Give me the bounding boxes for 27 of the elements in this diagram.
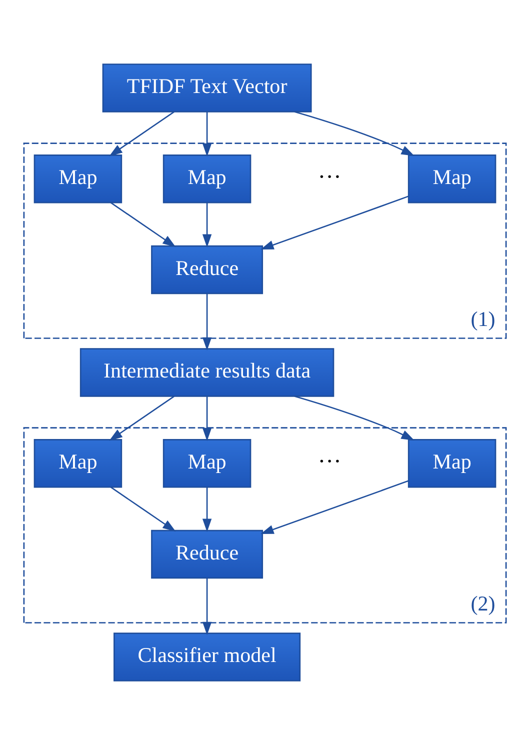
node-box: Intermediate results data [80,348,334,397]
arrow [202,202,212,248]
node-box: Reduce [151,530,264,579]
node-box: Map [162,439,252,488]
arrow [294,111,414,156]
arrow [109,111,175,156]
arrow [202,578,212,636]
arrow [260,480,409,534]
arrow [202,396,212,442]
arrow [110,486,176,532]
arrow [202,294,212,351]
node-box: Map [408,439,496,488]
arrow [109,396,175,441]
node-box: Map [34,154,122,204]
arrow [202,112,212,157]
arrow [260,196,409,250]
node-box: Map [34,439,122,488]
arrow [110,202,176,248]
arrow [294,396,414,441]
label: ··· [318,449,342,476]
node-box: Map [408,154,496,204]
node-box: Classifier model [114,632,301,682]
node-box: Reduce [151,245,264,294]
node-box: TFIDF Text Vector [102,64,312,112]
arrow [202,487,212,532]
label: ··· [318,164,342,191]
node-box: Map [162,154,252,204]
